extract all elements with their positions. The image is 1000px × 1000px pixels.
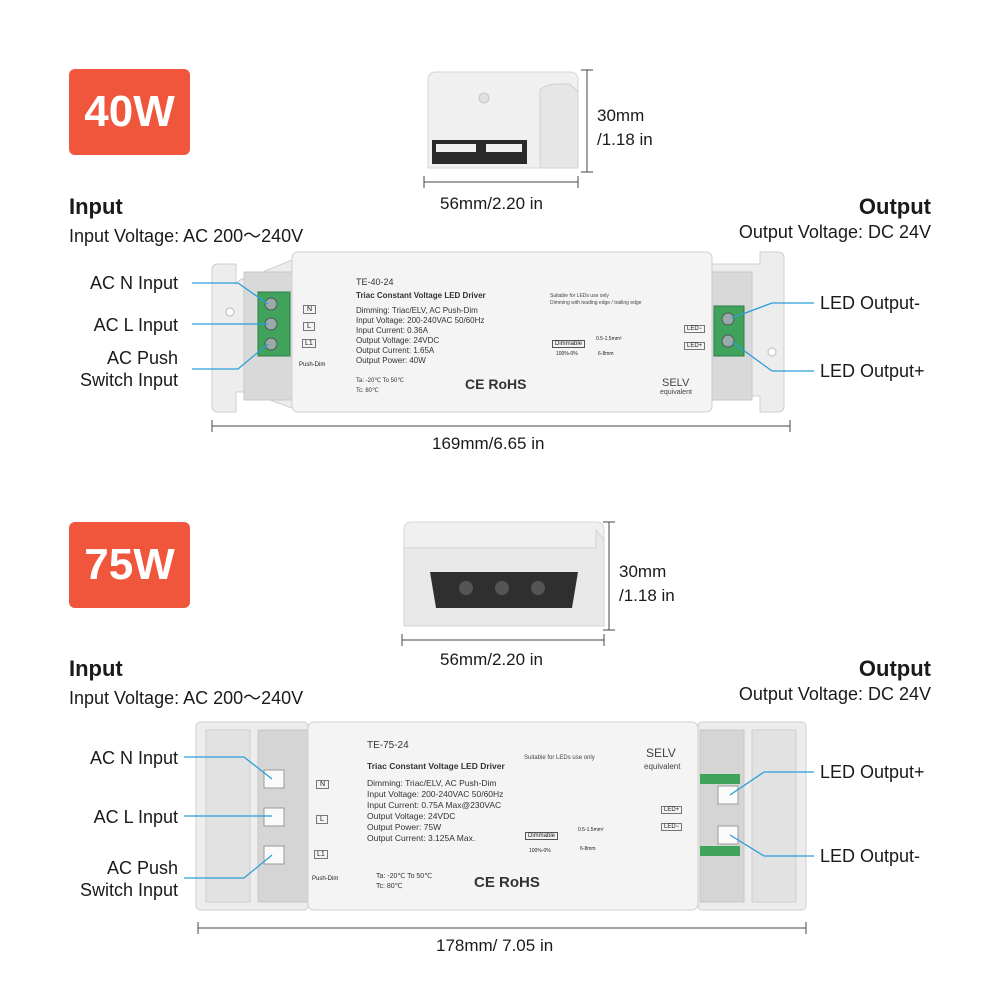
label-ac-n-40w: AC N Input	[89, 273, 178, 293]
suitable-text: Suitable for LEDs use only	[550, 293, 609, 299]
spec-40w: Output Power: 40W	[356, 356, 426, 365]
cert-marks-75w: CE RoHS	[474, 874, 540, 891]
power-badge-75w: 75W	[69, 522, 190, 608]
spec-75w: Input Current: 0.75A Max@230VAC	[367, 800, 502, 810]
callouts-40w	[192, 282, 814, 372]
top-view-40w	[211, 251, 785, 413]
power-badge-40w: 40W	[69, 69, 190, 155]
temp-tc-75w: Tc: 80℃	[376, 883, 403, 890]
spec-40w: Output Voltage: 24VDC	[356, 336, 440, 345]
terminal-l1-40w: L1	[302, 339, 316, 348]
label-switch-input-40w: Switch Input	[79, 370, 178, 390]
side-height-40w: 30mm	[597, 106, 645, 125]
length-40w: 169mm/6.65 in	[432, 434, 545, 453]
terminal-led-plus-40w: LED+	[684, 342, 706, 350]
input-title-40w: Input	[69, 194, 123, 219]
spec-40w: Output Current: 1.65A	[356, 346, 435, 355]
selv-equiv-40w: equivalent	[660, 389, 692, 396]
spec-40w: Input Voltage: 200-240VAC 50/60Hz	[356, 316, 485, 325]
label-led-out-minus-75w: LED Output-	[820, 846, 921, 866]
input-voltage-75w: Input Voltage: AC 200～240V	[69, 688, 304, 708]
terminal-l-75w: L	[316, 815, 328, 824]
terminal-l-40w: L	[303, 322, 315, 331]
side-view-40w	[427, 71, 579, 169]
label-ac-l-75w: AC L Input	[93, 807, 178, 827]
label-ac-n-75w: AC N Input	[89, 748, 178, 768]
side-width-75w: 56mm/2.20 in	[440, 650, 543, 669]
suitable-note-75w: Suitable for LEDs use only	[524, 755, 595, 761]
label-led-out-plus-40w: LED Output+	[820, 361, 925, 381]
model-40w: TE-40-24	[356, 277, 394, 287]
spec-75w: Output Voltage: 24VDC	[367, 811, 456, 821]
terminal-n-40w: N	[303, 305, 317, 314]
label-ac-push-40w: AC Push	[106, 348, 178, 368]
push-dim-40w: Push-Dim	[299, 362, 326, 368]
label-ac-l-40w: AC L Input	[93, 315, 178, 335]
strip-spec-40w: 6-8mm	[598, 351, 614, 357]
terminal-l1-75w: L1	[314, 850, 328, 859]
spec-75w: Output Current: 3.125A Max.	[367, 833, 476, 843]
output-voltage-75w: Output Voltage: DC 24V	[738, 684, 931, 704]
strip-spec-75w: 6-8mm	[580, 846, 596, 852]
dim-range-75w: 100%-0%	[529, 848, 551, 854]
label-ac-push-75w: AC Push	[106, 858, 178, 878]
temp-ta-40w: Ta: -20℃ To 50℃	[356, 378, 405, 384]
terminal-led-minus-40w: LED−	[684, 325, 706, 333]
spec-75w: Input Voltage: 200-240VAC 50/60Hz	[367, 789, 504, 799]
spec-40w: Dimming: Triac/ELV, AC Push-Dim	[356, 306, 478, 315]
output-title-75w: Output	[858, 656, 931, 681]
side-height-75w: 30mm	[619, 562, 667, 581]
output-title-40w: Output	[858, 194, 931, 219]
terminal-led-minus-75w: LED−	[661, 823, 683, 831]
input-title-75w: Input	[69, 656, 123, 681]
wire-spec-40w: 0.5-1.5mm²	[596, 336, 622, 342]
terminal-led-plus-75w: LED+	[661, 806, 683, 814]
side-height-in-40w: /1.18 in	[597, 130, 653, 149]
dim-range-40w: 100%-0%	[556, 351, 578, 357]
wire-spec-75w: 0.5-1.5mm²	[578, 827, 604, 833]
product-name-75w: Triac Constant Voltage LED Driver	[367, 761, 505, 771]
temp-ta-75w: Ta: -20℃ To 50℃	[376, 873, 433, 880]
side-width-40w: 56mm/2.20 in	[440, 194, 543, 213]
push-dim-75w: Push-Dim	[312, 876, 339, 882]
callouts-75w	[184, 756, 814, 879]
label-led-out-plus-75w: LED Output+	[820, 762, 925, 782]
dimmable-badge-75w: Dimmable	[525, 832, 559, 840]
output-voltage-40w: Output Voltage: DC 24V	[738, 222, 931, 242]
selv-40w: SELV	[662, 377, 690, 389]
model-75w: TE-75-24	[367, 740, 409, 751]
selv-equiv-75w: equivalent	[644, 762, 681, 771]
terminal-n-75w: N	[316, 780, 330, 789]
spec-75w: Output Power: 75W	[367, 822, 442, 832]
suitable-note-40w: Suitable for LEDs use only Dimming with …	[550, 293, 641, 307]
device-label-75w: TE-75-24 Triac Constant Voltage LED Driv…	[367, 740, 587, 844]
spec-40w: Input Current: 0.36A	[356, 326, 429, 335]
cert-marks-40w: CE RoHS	[465, 376, 527, 392]
label-led-out-minus-40w: LED Output-	[820, 293, 921, 313]
side-view-75w	[403, 521, 605, 627]
label-switch-input-75w: Switch Input	[79, 880, 178, 900]
top-view-75w	[195, 721, 807, 911]
temp-tc-40w: Tc: 80℃	[356, 388, 379, 394]
dimmable-badge-40w: Dimmable	[552, 340, 586, 348]
side-height-in-75w: /1.18 in	[619, 586, 675, 605]
spec-75w: Dimming: Triac/ELV, AC Push-Dim	[367, 778, 497, 788]
length-75w: 178mm/ 7.05 in	[436, 936, 554, 955]
product-name-40w: Triac Constant Voltage LED Driver	[356, 291, 486, 300]
device-label-40w: TE-40-24 Triac Constant Voltage LED Driv…	[356, 277, 556, 396]
selv-75w: SELV	[646, 746, 676, 760]
input-voltage-40w: Input Voltage: AC 200～240V	[69, 226, 304, 246]
suitable-text-2: Dimming with leading edge / trailing edg…	[550, 300, 642, 306]
